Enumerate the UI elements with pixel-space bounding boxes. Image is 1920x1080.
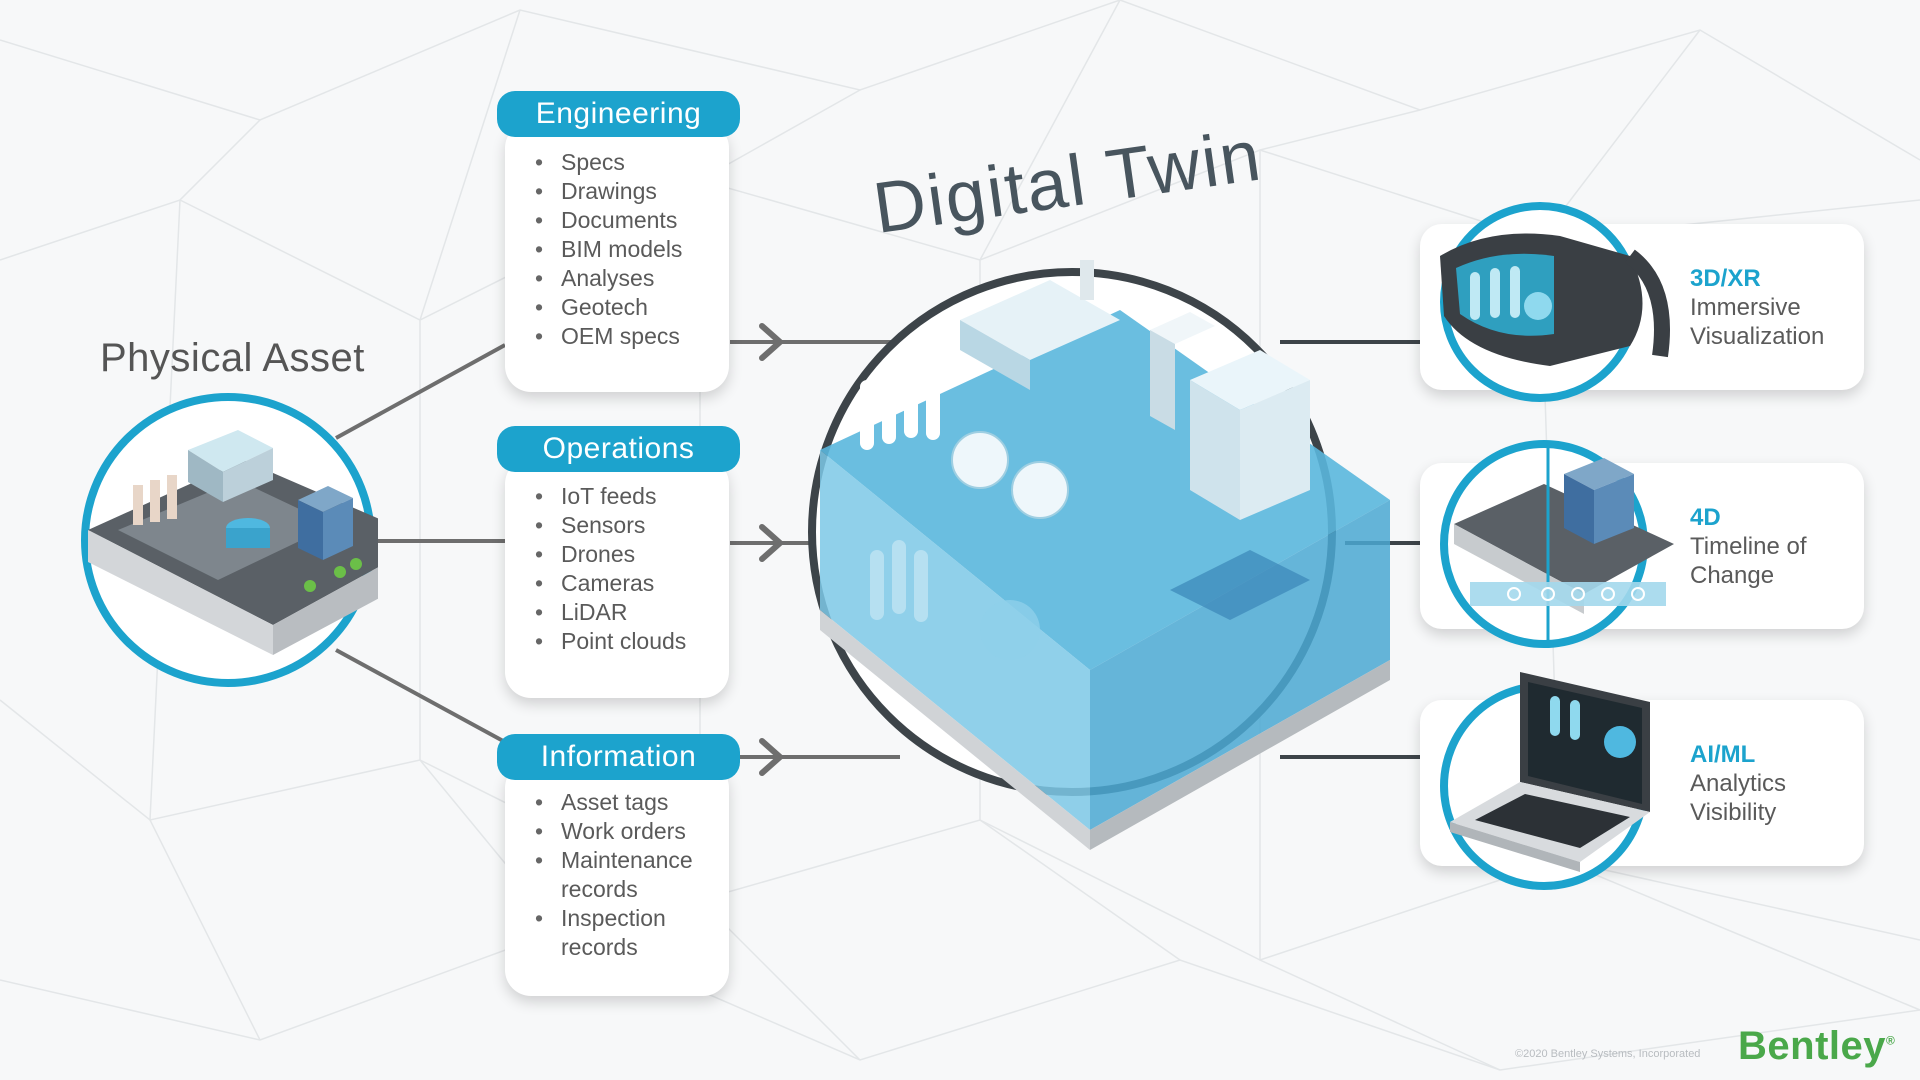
output-line: Immersive: [1690, 294, 1801, 321]
bullet-icon: •: [535, 818, 544, 844]
list-item: •BIM models: [535, 236, 683, 262]
connector-to-information: [335, 648, 506, 744]
timeline-icon: [1440, 440, 1674, 648]
output-line: Visibility: [1690, 799, 1777, 826]
information-card: •Asset tags •Work orders •Maintenance re…: [505, 762, 729, 996]
list-item: •LiDAR: [535, 599, 628, 625]
output-line: Visualization: [1690, 323, 1825, 350]
bullet-icon: •: [535, 512, 544, 538]
list-item: records: [561, 876, 638, 902]
bullet-icon: •: [535, 483, 544, 509]
digital-twin-illustration: [808, 260, 1390, 850]
bullet-icon: •: [535, 265, 544, 291]
vr-headset-icon: [1440, 202, 1670, 402]
bullet-icon: •: [535, 905, 544, 931]
arrow-engineering-icon: [759, 323, 783, 361]
bullet-icon: •: [535, 847, 544, 873]
list-item: •Drones: [535, 541, 636, 567]
operations-label: Operations: [497, 426, 740, 472]
output-heading: 4D: [1690, 504, 1721, 531]
laptop-icon: [1440, 672, 1650, 890]
physical-asset-title: Physical Asset: [100, 336, 365, 380]
output-heading: 3D/XR: [1690, 265, 1761, 292]
list-item: •Maintenance: [535, 847, 693, 873]
physical-asset-illustration: [81, 393, 378, 687]
bullet-icon: •: [535, 789, 544, 815]
list-item: •Geotech: [535, 294, 648, 320]
bullet-icon: •: [535, 323, 544, 349]
list-item: •Specs: [535, 149, 625, 175]
list-item: •Sensors: [535, 512, 646, 538]
list-item: •Point clouds: [535, 628, 687, 654]
list-item: •Work orders: [535, 818, 686, 844]
engineering-card: •Specs •Drawings •Documents •BIM models …: [505, 122, 729, 392]
bullet-icon: •: [535, 570, 544, 596]
list-item: •IoT feeds: [535, 483, 657, 509]
output-heading: AI/ML: [1690, 741, 1756, 768]
bullet-icon: •: [535, 599, 544, 625]
information-label: Information: [497, 734, 740, 780]
bullet-icon: •: [535, 178, 544, 204]
bentley-logo: Bentley®: [1738, 1024, 1896, 1068]
copyright-text: ©2020 Bentley Systems, Incorporated: [1515, 1048, 1701, 1060]
bullet-icon: •: [535, 207, 544, 233]
arrow-information-icon: [759, 738, 783, 776]
list-item: records: [561, 934, 638, 960]
output-line: Timeline of: [1690, 533, 1807, 560]
bullet-icon: •: [535, 236, 544, 262]
list-item: •Analyses: [535, 265, 655, 291]
bullet-icon: •: [535, 149, 544, 175]
engineering-label: Engineering: [497, 91, 740, 137]
list-item: •Inspection: [535, 905, 666, 931]
output-line: Change: [1690, 562, 1775, 589]
list-item: •Documents: [535, 207, 678, 233]
arrow-operations-icon: [759, 524, 783, 562]
operations-card: •IoT feeds •Sensors •Drones •Cameras •Li…: [505, 458, 729, 698]
list-item: •Cameras: [535, 570, 655, 596]
list-item: •OEM specs: [535, 323, 680, 349]
bullet-icon: •: [535, 294, 544, 320]
bullet-icon: •: [535, 628, 544, 654]
list-item: •Asset tags: [535, 789, 669, 815]
list-item: •Drawings: [535, 178, 657, 204]
bullet-icon: •: [535, 541, 544, 567]
connector-to-engineering: [335, 343, 506, 440]
output-line: Analytics: [1690, 770, 1787, 797]
